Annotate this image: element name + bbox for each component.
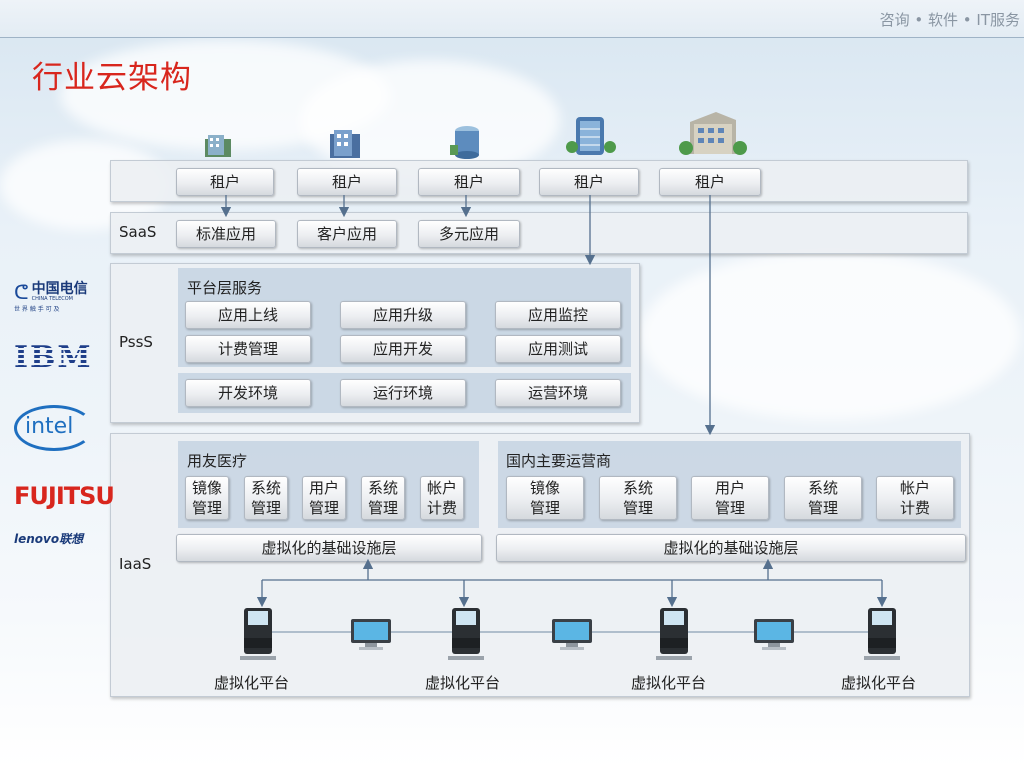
iaas-module-label: 系统管理 (622, 479, 653, 517)
monitor-icon (351, 619, 391, 650)
saas-app-button[interactable]: 客户应用 (297, 220, 397, 248)
server-icon (448, 608, 484, 660)
environment-button[interactable]: 运营环境 (495, 379, 621, 407)
saas-app-button[interactable]: 标准应用 (176, 220, 276, 248)
iaas-infra-button[interactable]: 虚拟化的基础设施层 (496, 534, 966, 562)
virtual-platform-label: 虚拟化平台 (841, 674, 917, 692)
platform-service-button[interactable]: 应用测试 (495, 335, 621, 363)
virtual-platform-label: 虚拟化平台 (631, 674, 707, 692)
top-bar: 咨询 • 软件 • IT服务 (0, 0, 1024, 38)
iaas-module-button[interactable]: 用户管理 (691, 476, 769, 520)
tenant-button[interactable]: 租户 (659, 168, 761, 196)
environment-button[interactable]: 开发环境 (185, 379, 311, 407)
intel-logo: intel (14, 405, 94, 451)
platform-service-button[interactable]: 应用开发 (340, 335, 466, 363)
iaas-module-button[interactable]: 系统管理 (599, 476, 677, 520)
header-tagline: 咨询 • 软件 • IT服务 (879, 11, 1020, 29)
iaas-module-label: 帐户计费 (426, 479, 457, 517)
platform-service-button[interactable]: 应用升级 (340, 301, 466, 329)
iaas-infra-button[interactable]: 虚拟化的基础设施层 (176, 534, 482, 562)
monitor-icon (552, 619, 592, 650)
iaas-module-button[interactable]: 系统管理 (784, 476, 862, 520)
server-icon (864, 608, 900, 660)
lenovo-logo: lenovo联想 (14, 532, 84, 546)
iaas-module-button[interactable]: 系统管理 (244, 476, 288, 520)
building-icon (330, 130, 360, 158)
iaas-module-button[interactable]: 用户管理 (302, 476, 346, 520)
environment-button[interactable]: 运行环境 (340, 379, 466, 407)
cloud-decoration (640, 250, 1020, 420)
paas-label: PssS (119, 333, 153, 351)
saas-label: SaaS (119, 223, 157, 241)
platform-services-title: 平台层服务 (187, 279, 263, 297)
platform-service-button[interactable]: 应用监控 (495, 301, 621, 329)
tenant-button[interactable]: 租户 (176, 168, 274, 196)
platform-service-button[interactable]: 应用上线 (185, 301, 311, 329)
server-icon (240, 608, 276, 660)
iaas-module-label: 系统管理 (250, 479, 281, 517)
saas-app-button[interactable]: 多元应用 (418, 220, 520, 248)
china-telecom-name: 中国电信 (31, 281, 88, 297)
tenant-button[interactable]: 租户 (418, 168, 520, 196)
intel-logo-text: intel (25, 414, 74, 439)
page-title: 行业云架构 (32, 60, 192, 96)
china-telecom-slogan: 世 界 触 手 可 及 (14, 306, 60, 313)
virtual-platform-label: 虚拟化平台 (214, 674, 290, 692)
iaas-left-title: 用友医疗 (187, 452, 248, 470)
ibm-logo: IBM (14, 340, 93, 375)
iaas-module-button[interactable]: 系统管理 (361, 476, 405, 520)
iaas-module-label: 用户管理 (714, 479, 745, 517)
tenant-button[interactable]: 租户 (297, 168, 397, 196)
building-icon (450, 126, 479, 159)
iaas-module-button[interactable]: 帐户计费 (876, 476, 954, 520)
iaas-module-button[interactable]: 镜像管理 (506, 476, 584, 520)
iaas-module-label: 镜像管理 (191, 479, 222, 517)
iaas-right-title: 国内主要运营商 (506, 452, 612, 470)
building-icon (205, 135, 231, 157)
platform-service-button[interactable]: 计费管理 (185, 335, 311, 363)
virtual-platform-label: 虚拟化平台 (425, 674, 501, 692)
building-icon (566, 117, 616, 155)
iaas-module-button[interactable]: 帐户计费 (420, 476, 464, 520)
building-icon (679, 112, 747, 155)
iaas-module-label: 系统管理 (807, 479, 838, 517)
iaas-module-label: 系统管理 (367, 479, 398, 517)
server-icon (656, 608, 692, 660)
monitor-icon (754, 619, 794, 650)
iaas-label: IaaS (119, 555, 152, 573)
china-telecom-logo: ᕦ 中国电信 CHINA TELECOM 世 界 触 手 可 及 (14, 282, 98, 313)
china-telecom-sub: CHINA TELECOM (31, 296, 73, 302)
iaas-module-label: 镜像管理 (529, 479, 560, 517)
iaas-module-label: 帐户计费 (899, 479, 930, 517)
tenant-button[interactable]: 租户 (539, 168, 639, 196)
fujitsu-logo: FUJITSU (14, 482, 115, 510)
iaas-module-button[interactable]: 镜像管理 (185, 476, 229, 520)
iaas-module-label: 用户管理 (308, 479, 339, 517)
